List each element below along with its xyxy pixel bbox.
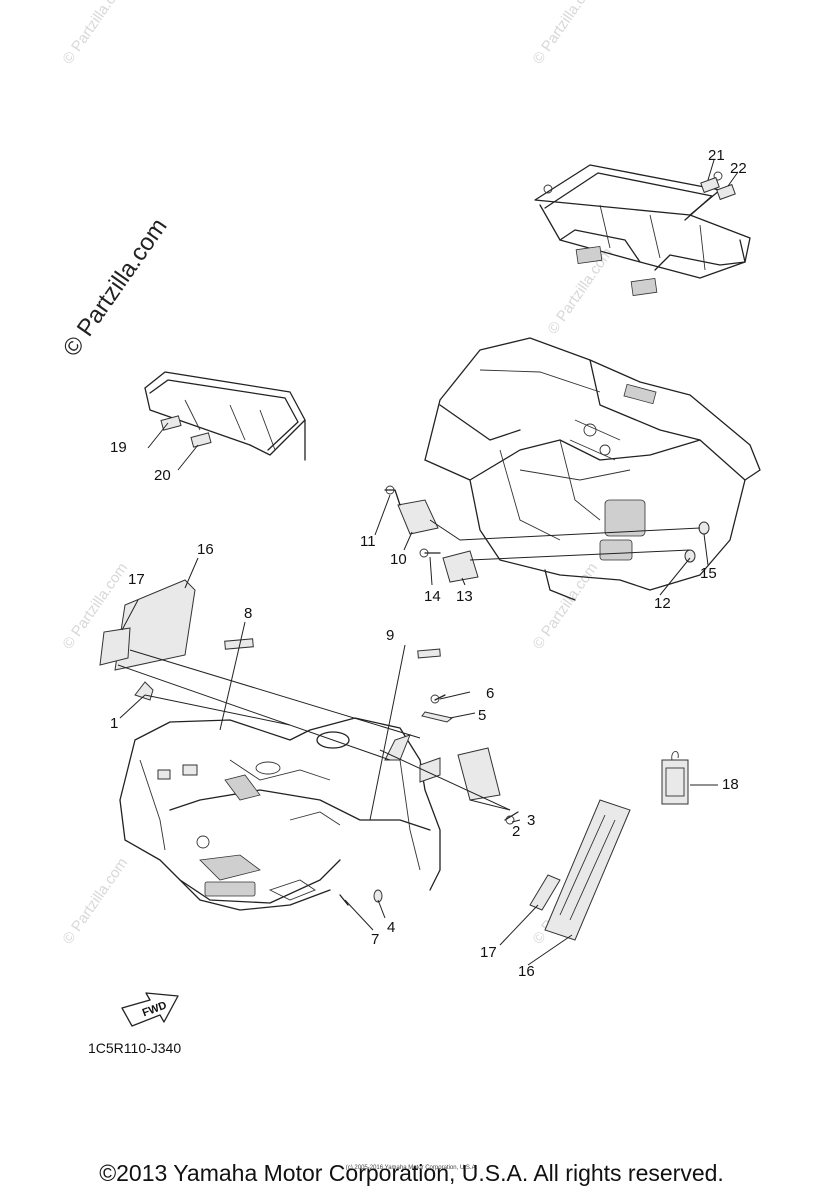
callout-12: 12 (654, 595, 671, 612)
callout-5: 5 (478, 707, 486, 724)
callout-18: 18 (722, 776, 739, 793)
screw-7 (339, 894, 349, 906)
watermark: © Partzilla.com (529, 560, 601, 653)
fwd-arrow: FWD (121, 992, 179, 1027)
callout-19: 19 (110, 439, 127, 456)
washer-15 (698, 521, 710, 535)
callout-8: 8 (244, 605, 252, 622)
callout-3: 3 (527, 812, 535, 829)
callout-10: 10 (390, 551, 407, 568)
rear-fender (424, 337, 761, 601)
rear-carrier (534, 164, 751, 297)
watermark-layer: © Partzilla.com © Partzilla.com © Partzi… (59, 0, 616, 947)
decal-16-left (114, 579, 196, 671)
decal-17-left (99, 627, 131, 666)
callout-2: 2 (512, 823, 520, 840)
washer-12 (684, 549, 696, 563)
callout-15: 15 (700, 565, 717, 582)
callout-4: 4 (387, 919, 395, 936)
watermark: © Partzilla.com (529, 0, 601, 67)
callout-17: 17 (128, 571, 145, 588)
callout-9: 9 (386, 627, 394, 644)
diagram-code: 1C5R110-J340 (88, 1040, 182, 1056)
callout-7: 7 (371, 931, 379, 948)
callout-labels: 1 2 3 4 5 6 7 8 9 10 11 12 13 14 15 16 1… (110, 147, 747, 980)
callout-17-right: 17 (480, 944, 497, 961)
callout-14: 14 (424, 588, 441, 605)
callout-16: 16 (197, 541, 214, 558)
callout-13: 13 (456, 588, 473, 605)
front-fender (119, 717, 441, 911)
decal-17-right (529, 874, 561, 911)
bolt-11 (384, 489, 401, 506)
footer-copyright: ©2013 Yamaha Motor Corporation, U.S.A. A… (99, 1160, 724, 1186)
callout-6: 6 (486, 685, 494, 702)
small-parts (99, 485, 710, 941)
callout-20: 20 (154, 467, 171, 484)
callout-21: 21 (708, 147, 725, 164)
plate-13 (442, 550, 479, 583)
front-carrier (144, 371, 306, 461)
washer-4 (373, 889, 383, 903)
fwd-label: FWD (141, 999, 169, 1019)
decal-16-right (544, 799, 631, 941)
callout-16-right: 16 (518, 963, 535, 980)
watermark-main: © Partzilla.com (58, 213, 173, 361)
watermark: © Partzilla.com (59, 0, 131, 67)
watermark: © Partzilla.com (59, 855, 131, 948)
footer-small-print: (c) 2005-2016 Yamaha Motor Corporation, … (345, 1165, 478, 1171)
emblem-decal-1 (134, 681, 154, 701)
leader-lines (117, 159, 739, 966)
plate-10 (397, 499, 439, 535)
callout-11: 11 (360, 533, 376, 550)
bolt-6 (434, 694, 446, 701)
decal-9 (417, 648, 441, 659)
washer-5 (421, 711, 454, 723)
callout-1: 1 (110, 715, 118, 732)
callout-22: 22 (730, 160, 747, 177)
plate-2 (457, 747, 501, 801)
